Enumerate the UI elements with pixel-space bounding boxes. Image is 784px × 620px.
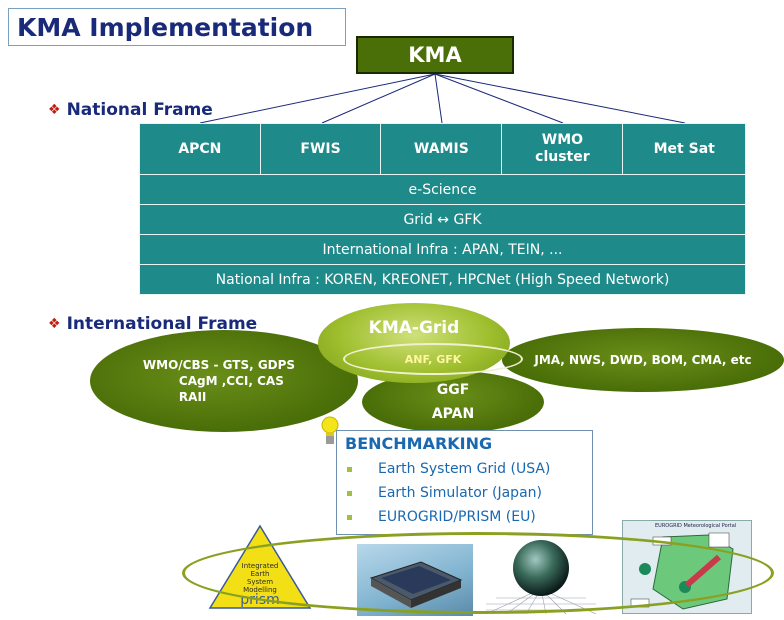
row-international-infra: International Infra : APAN, TEIN, ... bbox=[139, 234, 746, 265]
national-frame-heading-text: National Frame bbox=[66, 100, 213, 120]
row-national-infra-label: National Infra : KOREN, KREONET, HPCNet … bbox=[139, 264, 746, 295]
row-international-infra-label: International Infra : APAN, TEIN, ... bbox=[139, 234, 746, 265]
column-met-sat: Met Sat bbox=[622, 123, 746, 175]
bullet-square-icon bbox=[347, 514, 352, 520]
benchmark-item-label: Earth Simulator (Japan) bbox=[378, 485, 542, 501]
diamond-bullet-icon: ❖ bbox=[48, 316, 61, 332]
row-e-science-label: e-Science bbox=[139, 174, 746, 205]
benchmark-item-label: Earth System Grid (USA) bbox=[378, 461, 551, 477]
wmo-ellipse: WMO/CBS - GTS, GDPS CAgM ,CCI, CAS RAII bbox=[90, 330, 358, 432]
jma-text: JMA, NWS, DWD, BOM, CMA, etc bbox=[534, 353, 752, 367]
row-national-infra: National Infra : KOREN, KREONET, HPCNet … bbox=[139, 264, 746, 295]
list-item: EUROGRID/PRISM (EU) bbox=[347, 505, 550, 529]
kma-root-box: KMA bbox=[356, 36, 514, 74]
row-grid-gfk: Grid ↔ GFK bbox=[139, 204, 746, 235]
kma-grid-label: KMA-Grid bbox=[368, 318, 460, 338]
list-item: Earth System Grid (USA) bbox=[347, 457, 550, 481]
bullet-square-icon bbox=[347, 490, 352, 496]
page-title: KMA Implementation bbox=[8, 8, 346, 46]
benchmark-item-label: EUROGRID/PRISM (EU) bbox=[378, 509, 536, 525]
page-title-text: KMA Implementation bbox=[17, 12, 314, 42]
column-wamis: WAMIS bbox=[380, 123, 503, 175]
kma-root-label: KMA bbox=[408, 43, 462, 67]
wmo-line-3: RAII bbox=[178, 390, 207, 404]
ggf-apan-text: GGF APAN bbox=[432, 378, 474, 426]
row-grid-gfk-label: Grid ↔ GFK bbox=[139, 204, 746, 235]
diamond-bullet-icon: ❖ bbox=[48, 102, 61, 118]
anf-gfk-label: ANF, GFK bbox=[404, 352, 462, 366]
wmo-text: WMO/CBS - GTS, GDPS CAgM ,CCI, CAS RAII bbox=[143, 357, 295, 405]
column-wmo-cluster-label: WMO cluster bbox=[535, 132, 590, 165]
national-frame-heading: ❖ National Frame bbox=[48, 100, 213, 120]
column-wmo-cluster: WMO cluster bbox=[501, 123, 624, 175]
bullet-square-icon bbox=[347, 466, 352, 472]
row-e-science: e-Science bbox=[139, 174, 746, 205]
wmo-line-2: CAgM ,CCI, CAS bbox=[178, 374, 284, 388]
ggf-label: GGF bbox=[436, 382, 470, 398]
national-frame-columns-row: APCN FWIS WAMIS WMO cluster Met Sat bbox=[139, 123, 746, 175]
benchmarking-list: Earth System Grid (USA) Earth Simulator … bbox=[347, 457, 550, 529]
lightbulb-icon bbox=[321, 416, 339, 444]
bottom-highlight-ellipse bbox=[182, 532, 774, 614]
jma-ellipse: JMA, NWS, DWD, BOM, CMA, etc bbox=[502, 328, 784, 392]
column-apcn: APCN bbox=[139, 123, 261, 175]
column-fwis: FWIS bbox=[259, 123, 382, 175]
wmo-line-1: WMO/CBS - GTS, GDPS bbox=[142, 358, 296, 372]
national-frame-table: APCN FWIS WAMIS WMO cluster Met Sat e-Sc… bbox=[139, 123, 746, 295]
international-frame-heading: ❖ International Frame bbox=[48, 314, 257, 334]
anf-gfk-ellipse: ANF, GFK bbox=[343, 343, 523, 375]
list-item: Earth Simulator (Japan) bbox=[347, 481, 550, 505]
kma-connectors bbox=[199, 73, 686, 124]
benchmarking-title: BENCHMARKING bbox=[345, 434, 493, 453]
international-frame-heading-text: International Frame bbox=[66, 314, 258, 334]
benchmarking-box: BENCHMARKING Earth System Grid (USA) Ear… bbox=[336, 430, 593, 535]
apan-label: APAN bbox=[431, 406, 475, 422]
eurogrid-caption: EUROGRID Meteorological Portal bbox=[655, 523, 737, 529]
